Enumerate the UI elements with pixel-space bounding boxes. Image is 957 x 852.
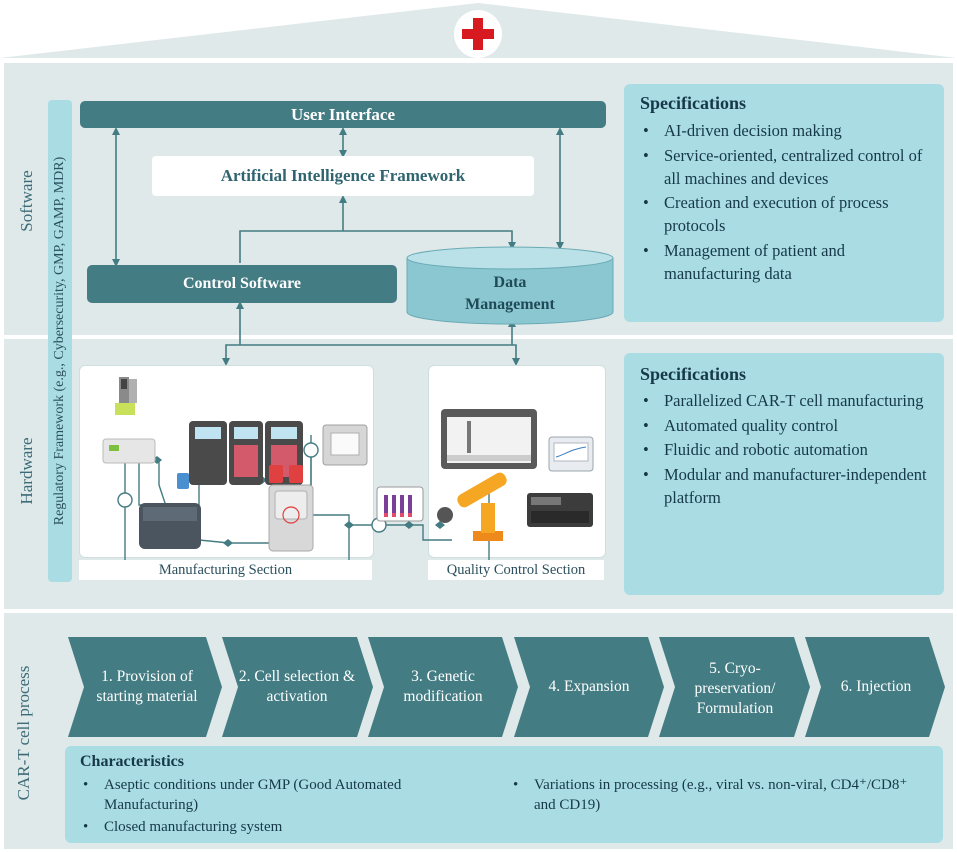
process-step-3: 3. Genetic modification	[403, 668, 483, 705]
list-item: Parallelized CAR-T cell manufacturing	[640, 389, 936, 412]
data-management-cylinder	[406, 246, 614, 325]
list-item: AI-driven decision making	[640, 119, 936, 142]
user-interface-bar: User Interface	[80, 101, 606, 128]
process-step-1-arrow	[68, 637, 222, 737]
hardware-equipment-illustration	[102, 377, 594, 560]
hardware-specs-list: Parallelized CAR-T cell manufacturing Au…	[640, 389, 936, 510]
list-item: Modular and manufacturer-independent pla…	[640, 463, 936, 509]
process-step-4-arrow	[514, 637, 664, 737]
list-item: Management of patient and manufacturing …	[640, 239, 936, 285]
characteristics-title: Characteristics	[80, 753, 184, 770]
regulatory-bar	[48, 100, 72, 582]
list-item: Fluidic and robotic automation	[640, 438, 936, 461]
list-item: Aseptic conditions under GMP (Good Autom…	[80, 775, 480, 815]
process-step-3-arrow	[368, 637, 518, 737]
process-step-2: 2. Cell selection & activation	[238, 668, 356, 705]
list-item: Closed manufacturing system	[80, 817, 480, 837]
control-software-box: Control Software	[87, 265, 397, 303]
characteristics-right-list: Variations in processing (e.g., viral vs…	[510, 775, 930, 817]
process-step-6-arrow	[805, 637, 945, 737]
process-step-1: 1. Provision of starting material	[96, 668, 198, 705]
process-step-5: 5. Cryo-preservation/ Formulation	[694, 660, 776, 717]
ai-framework-box: Artificial Intelligence Framework	[152, 156, 534, 196]
red-cross-icon	[462, 18, 494, 50]
process-step-5-arrow	[659, 637, 810, 737]
characteristics-left-list: Aseptic conditions under GMP (Good Autom…	[80, 775, 480, 838]
list-item: Service-oriented, centralized control of…	[640, 144, 936, 190]
software-specs-title: Specifications	[640, 93, 746, 113]
list-item: Automated quality control	[640, 414, 936, 437]
quality-control-caption: Quality Control Section	[428, 560, 604, 580]
process-step-4: 4. Expansion	[548, 678, 630, 695]
software-specs-list: AI-driven decision making Service-orient…	[640, 119, 936, 286]
process-step-6: 6. Injection	[840, 678, 912, 695]
software-connectors	[112, 127, 564, 366]
hardware-specs-title: Specifications	[640, 364, 746, 384]
process-step-2-arrow	[222, 637, 373, 737]
list-item: Variations in processing (e.g., viral vs…	[510, 775, 930, 815]
red-cross-badge	[454, 10, 502, 58]
manufacturing-caption: Manufacturing Section	[79, 560, 372, 580]
list-item: Creation and execution of process protoc…	[640, 191, 936, 237]
data-management-label: Data Management	[465, 274, 555, 313]
